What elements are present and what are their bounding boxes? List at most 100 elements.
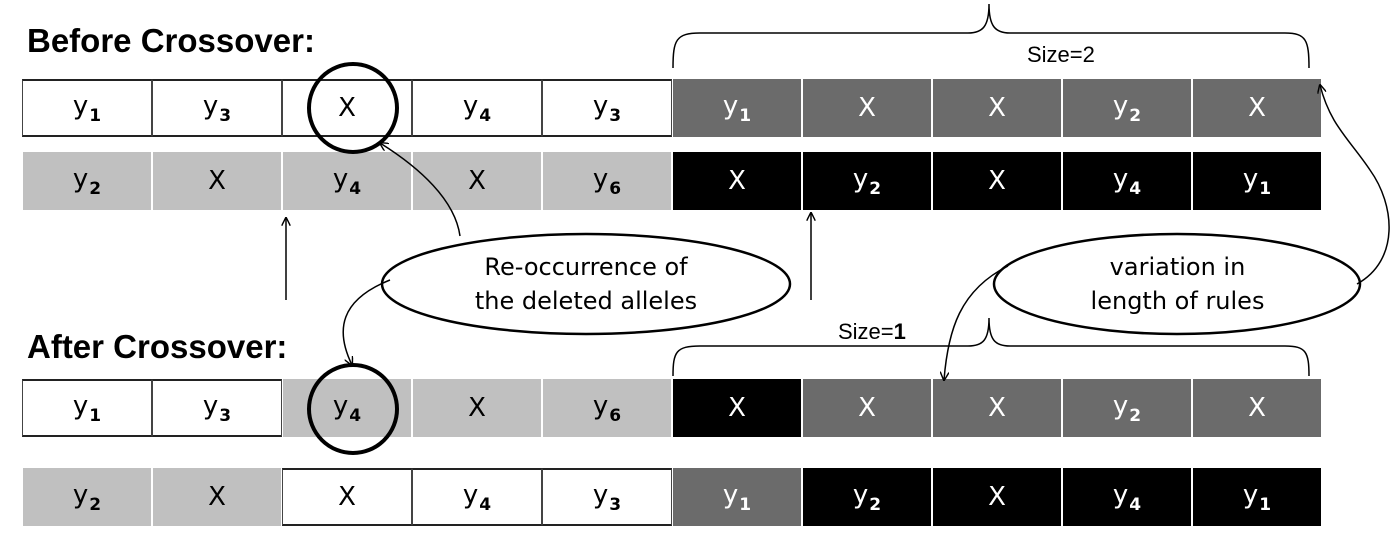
variation-line-2: length of rules — [1090, 287, 1265, 315]
gene-cell: X — [412, 379, 542, 437]
gene-symbol: X — [1248, 393, 1266, 423]
gene-cell: X — [932, 379, 1062, 437]
gene-label: y4 — [1113, 480, 1141, 515]
gene-cell: y2 — [22, 152, 152, 210]
size-label-bottom-value: 1 — [893, 319, 906, 344]
gene-subscript: 3 — [219, 105, 232, 126]
gene-cell: y4 — [1062, 152, 1192, 210]
gene-label: y1 — [723, 91, 751, 126]
gene-label: y2 — [853, 164, 881, 199]
gene-cell: y1 — [1192, 468, 1322, 526]
gene-subscript: 6 — [609, 178, 622, 199]
gene-symbol: X — [1248, 93, 1266, 123]
size-label-top-prefix: Size= — [1027, 42, 1083, 67]
gene-symbol: y — [72, 90, 89, 121]
gene-symbol: y — [332, 163, 349, 194]
gene-subscript: 4 — [1129, 178, 1142, 199]
gene-cell: X — [1192, 79, 1322, 137]
gene-symbol: y — [592, 479, 609, 510]
size-label-top: Size=2 — [1027, 42, 1095, 68]
gene-symbol: y — [332, 390, 349, 421]
gene-symbol: y — [722, 479, 739, 510]
gene-cell: X — [672, 152, 802, 210]
gene-cell: y4 — [412, 79, 542, 137]
gene-label: y4 — [463, 91, 491, 126]
gene-symbol: y — [592, 90, 609, 121]
gene-symbol: X — [858, 93, 876, 123]
gene-label: y1 — [1243, 480, 1271, 515]
gene-label: X — [988, 93, 1006, 123]
gene-cell: X — [1192, 379, 1322, 437]
gene-subscript: 4 — [479, 105, 492, 126]
gene-label: y6 — [593, 391, 621, 426]
gene-cell: X — [932, 79, 1062, 137]
gene-symbol: X — [468, 393, 486, 423]
variation-line-1: variation in — [1109, 253, 1246, 281]
gene-symbol: y — [722, 90, 739, 121]
gene-subscript: 2 — [869, 494, 882, 515]
gene-subscript: 4 — [349, 178, 362, 199]
gene-label: y3 — [203, 391, 231, 426]
gene-cell: y1 — [1192, 152, 1322, 210]
gene-symbol: X — [468, 166, 486, 196]
gene-cell: y2 — [802, 152, 932, 210]
gene-subscript: 1 — [739, 494, 752, 515]
gene-label: X — [988, 393, 1006, 423]
gene-label: X — [728, 393, 746, 423]
before-crossover-heading: Before Crossover: — [27, 22, 315, 59]
gene-subscript: 1 — [1259, 178, 1272, 199]
gene-label: y4 — [1113, 164, 1141, 199]
gene-cell: y3 — [152, 379, 282, 437]
gene-symbol: X — [988, 393, 1006, 423]
gene-symbol: y — [72, 479, 89, 510]
gene-cell: X — [802, 79, 932, 137]
gene-symbol: y — [462, 90, 479, 121]
gene-subscript: 2 — [89, 178, 102, 199]
gene-symbol: y — [1242, 479, 1259, 510]
gene-symbol: y — [592, 163, 609, 194]
gene-label: y4 — [333, 164, 361, 199]
gene-subscript: 3 — [219, 405, 232, 426]
reoccurrence-callout-text: Re-occurrence of the deleted alleles — [396, 250, 776, 318]
gene-symbol: X — [988, 93, 1006, 123]
gene-symbol: y — [1112, 90, 1129, 121]
gene-symbol: X — [728, 166, 746, 196]
gene-label: X — [208, 482, 226, 512]
gene-symbol: y — [852, 479, 869, 510]
gene-label: X — [988, 166, 1006, 196]
gene-subscript: 2 — [89, 494, 102, 515]
gene-cell: X — [282, 79, 412, 137]
reoccurrence-line-2: the deleted alleles — [474, 287, 698, 315]
gene-cell: y4 — [282, 152, 412, 210]
gene-cell: y3 — [542, 79, 672, 137]
gene-symbol: X — [208, 482, 226, 512]
gene-cell: X — [152, 152, 282, 210]
gene-label: X — [338, 482, 356, 512]
gene-label: y1 — [73, 391, 101, 426]
gene-label: X — [858, 393, 876, 423]
gene-symbol: y — [202, 90, 219, 121]
gene-label: y4 — [463, 480, 491, 515]
gene-cell: y1 — [672, 468, 802, 526]
gene-label: X — [1248, 93, 1266, 123]
gene-subscript: 4 — [349, 405, 362, 426]
gene-label: y3 — [593, 91, 621, 126]
gene-subscript: 2 — [1129, 405, 1142, 426]
gene-cell: y6 — [542, 152, 672, 210]
gene-subscript: 3 — [609, 105, 622, 126]
gene-cell: y2 — [22, 468, 152, 526]
gene-cell: X — [672, 379, 802, 437]
gene-symbol: X — [988, 166, 1006, 196]
gene-subscript: 4 — [479, 494, 492, 515]
gene-symbol: y — [1242, 163, 1259, 194]
gene-label: y6 — [593, 164, 621, 199]
gene-label: y2 — [853, 480, 881, 515]
gene-cell: X — [152, 468, 282, 526]
reoccurrence-arrow-down — [342, 279, 391, 365]
gene-label: y1 — [73, 91, 101, 126]
gene-symbol: X — [858, 393, 876, 423]
